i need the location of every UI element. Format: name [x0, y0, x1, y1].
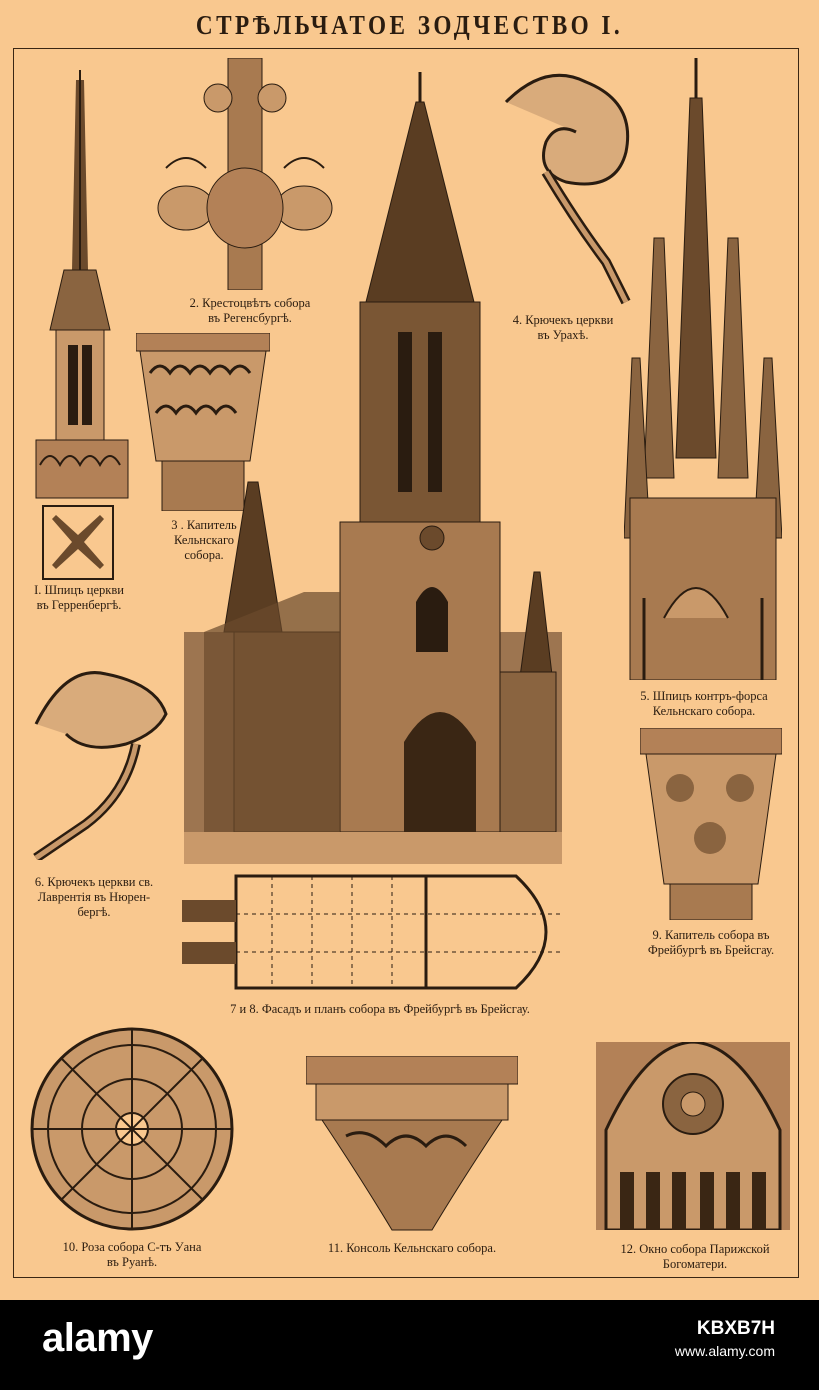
figure-5-pinnacle-illustration: [624, 58, 782, 680]
figure-3-capital-illustration: [136, 333, 270, 511]
figure-10-rose-window-illustration: [30, 1026, 234, 1232]
figure-4-crocket-illustration: [486, 62, 644, 306]
watermark-url: www.alamy.com: [674, 1343, 775, 1359]
plate-frame: [13, 48, 799, 1278]
figure-1-spire-illustration: [26, 70, 132, 500]
plate: СТРѢЛЬЧАТОЕ ЗОДЧЕСТВО I. I. Шпицъ церкви…: [13, 10, 799, 1278]
watermark-logo: alamy: [42, 1316, 153, 1360]
figure-6-caption: 6. Крючекъ церкви св.Лаврентія въ Нюрен-…: [34, 875, 154, 919]
watermark-info: KBXB7H www.alamy.com: [675, 1318, 775, 1362]
figure-11-caption: 11. Консоль Кельнскаго собора.: [327, 1241, 497, 1255]
figure-9-capital-illustration: [640, 728, 782, 920]
figure-2-finial-illustration: [156, 58, 334, 290]
image-id: KBXB7H: [696, 1318, 775, 1339]
figure-12-window-illustration: [596, 1042, 790, 1230]
watermark-band: [0, 1300, 819, 1390]
figure-7-8-caption: 7 и 8. Фасадъ и планъ собора въ Фрейбург…: [230, 1002, 530, 1016]
figure-11-corbel-illustration: [306, 1056, 518, 1234]
figure-1-plan-illustration: [42, 505, 114, 580]
figure-6-crocket-illustration: [26, 664, 168, 860]
figure-7-facade-illustration: [184, 72, 562, 864]
figure-8-plan-illustration: [182, 870, 580, 998]
plate-title: СТРѢЛЬЧАТОЕ ЗОДЧЕСТВО I.: [195, 10, 624, 40]
